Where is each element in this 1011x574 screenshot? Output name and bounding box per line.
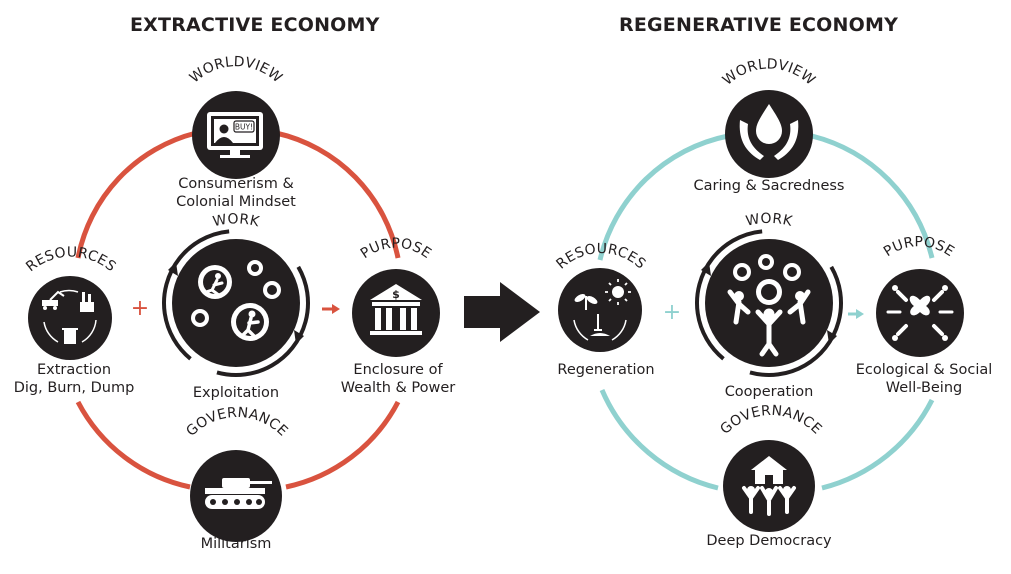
extractive-purpose-node: $ PURPOSE [352,236,440,357]
extractive-work-heading: WORK [211,211,261,230]
extractive-work-label: Exploitation [192,385,280,401]
regenerative-cycle-ring [597,133,935,491]
regenerative-worldview-label: Caring & Sacredness [693,178,845,194]
regenerative-governance-node: GOVERNANCE [717,403,824,532]
gears-runner-icon [191,260,281,341]
regenerative-work-node: WORK [695,211,843,377]
extractive-resources-heading: RESOURCES [23,245,119,276]
regenerative-worldview-node: WORLDVIEW [720,56,818,178]
extractive-cycle-ring [75,130,401,490]
regenerative-resources-heading: RESOURCES [553,241,648,273]
hands-water-drop-icon [739,104,799,160]
house-people-icon [742,456,796,516]
seedling-sun-icon [573,279,631,341]
regenerative-purpose-node: PURPOSE [876,234,964,357]
bank-icon: $ [370,284,422,335]
extractive-work-node: WORK [162,211,310,377]
regenerative-purpose-label: Ecological & Social Well-Being [855,362,993,396]
regenerative-work-heading: WORK [744,211,794,230]
extractive-resources-label: Extraction Dig, Burn, Dump [13,362,135,396]
extractive-governance-heading: GOVERNANCE [183,405,290,440]
dollar-sign-icon: $ [392,288,400,301]
extraction-cycle-icon [42,289,97,344]
buy-badge: BUY! [235,123,253,132]
transition-arrow [464,282,540,342]
extractive-flow-arrow [322,304,340,314]
regenerative-title: REGENERATIVE ECONOMY [619,14,899,36]
extractive-plus-sign: + [130,296,150,321]
tank-icon [205,478,272,509]
butterflies-people-icon [886,285,954,341]
regenerative-plus-sign: + [662,300,682,325]
regenerative-worldview-heading: WORLDVIEW [720,56,818,88]
extractive-title: EXTRACTIVE ECONOMY [130,14,380,36]
gears-people-icon [727,254,811,357]
extractive-purpose-label: Enclosure of Wealth & Power [340,362,456,396]
extractive-resources-node: RESOURCES [23,245,119,360]
regenerative-work-label: Cooperation [724,384,814,400]
computer-buy-icon: BUY! [207,112,263,158]
regenerative-governance-heading: GOVERNANCE [717,403,824,438]
extractive-governance-label: Militarism [200,536,272,552]
extractive-worldview-heading: WORLDVIEW [187,54,285,86]
regenerative-flow-arrow [848,309,864,319]
regenerative-governance-label: Deep Democracy [706,533,832,549]
extractive-governance-node: GOVERNANCE [183,405,290,542]
regenerative-purpose-heading: PURPOSE [881,234,957,260]
extractive-worldview-label: Consumerism & Colonial Mindset [176,176,296,210]
regenerative-resources-label: Regeneration [557,362,655,378]
extractive-worldview-node: BUY! WORLDVIEW [187,54,285,179]
